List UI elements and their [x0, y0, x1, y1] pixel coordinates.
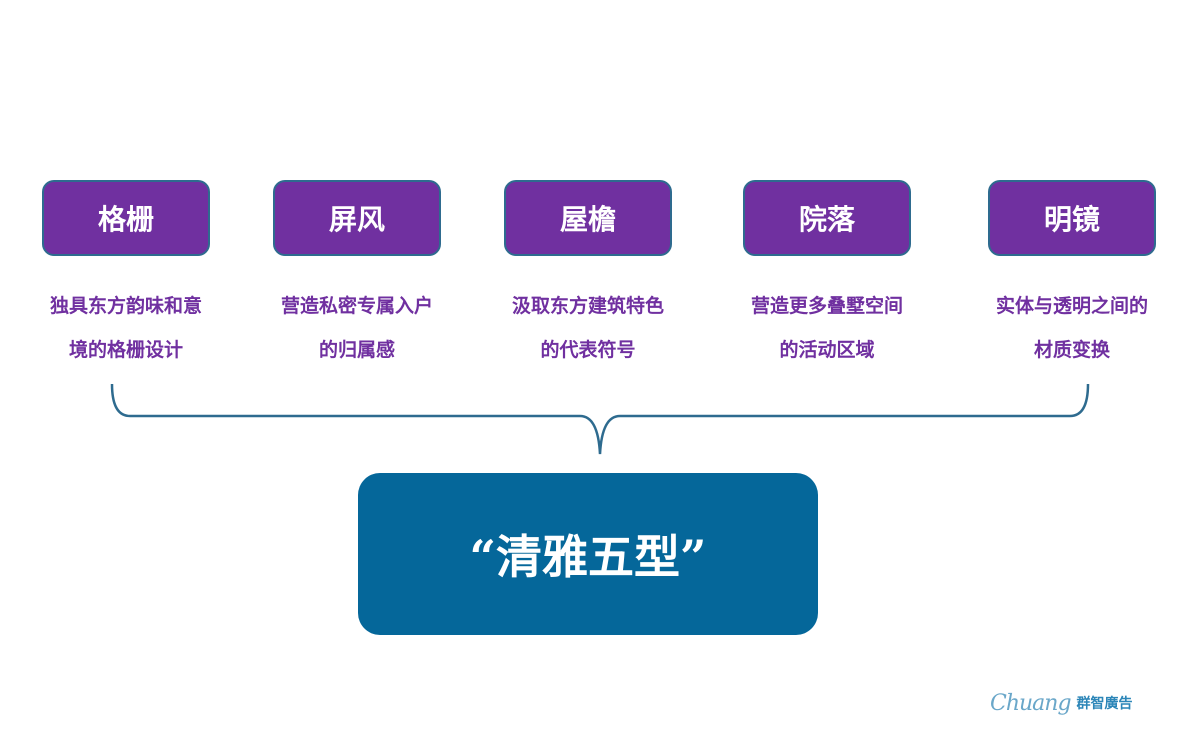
logo-script: Chuang	[990, 690, 1072, 716]
item-box-0: 格栅	[42, 180, 210, 256]
item-desc-2: 汲取东方建筑特色 的代表符号	[483, 284, 693, 372]
item-box-4: 明镜	[988, 180, 1156, 256]
item-box-1: 屏风	[273, 180, 441, 256]
item-desc-1: 营造私密专属入户 的归属感	[252, 284, 462, 372]
item-desc-line: 营造更多叠墅空间	[750, 295, 903, 317]
brand-logo: Chuang 群智廣告	[990, 686, 1170, 720]
item-desc-line: 实体与透明之间的	[995, 295, 1148, 317]
item-desc-line: 汲取东方建筑特色	[511, 295, 664, 317]
item-desc-line: 的活动区域	[779, 339, 875, 361]
brace-path	[110, 383, 1090, 455]
item-desc-line: 的归属感	[318, 339, 395, 361]
item-desc-line: 境的格栅设计	[68, 339, 183, 361]
item-desc-3: 营造更多叠墅空间 的活动区域	[722, 284, 932, 372]
item-box-3: 院落	[743, 180, 911, 256]
item-desc-line: 材质变换	[1033, 339, 1110, 361]
item-desc-line: 独具东方韵味和意	[49, 295, 202, 317]
item-desc-line: 营造私密专属入户	[280, 295, 433, 317]
item-desc-4: 实体与透明之间的 材质变换	[967, 284, 1177, 372]
item-desc-line: 的代表符号	[540, 339, 636, 361]
summary-box: “清雅五型”	[358, 473, 818, 635]
item-desc-0: 独具东方韵味和意 境的格栅设计	[21, 284, 231, 372]
item-box-2: 屋檐	[504, 180, 672, 256]
logo-text: 群智廣告	[1076, 696, 1133, 712]
